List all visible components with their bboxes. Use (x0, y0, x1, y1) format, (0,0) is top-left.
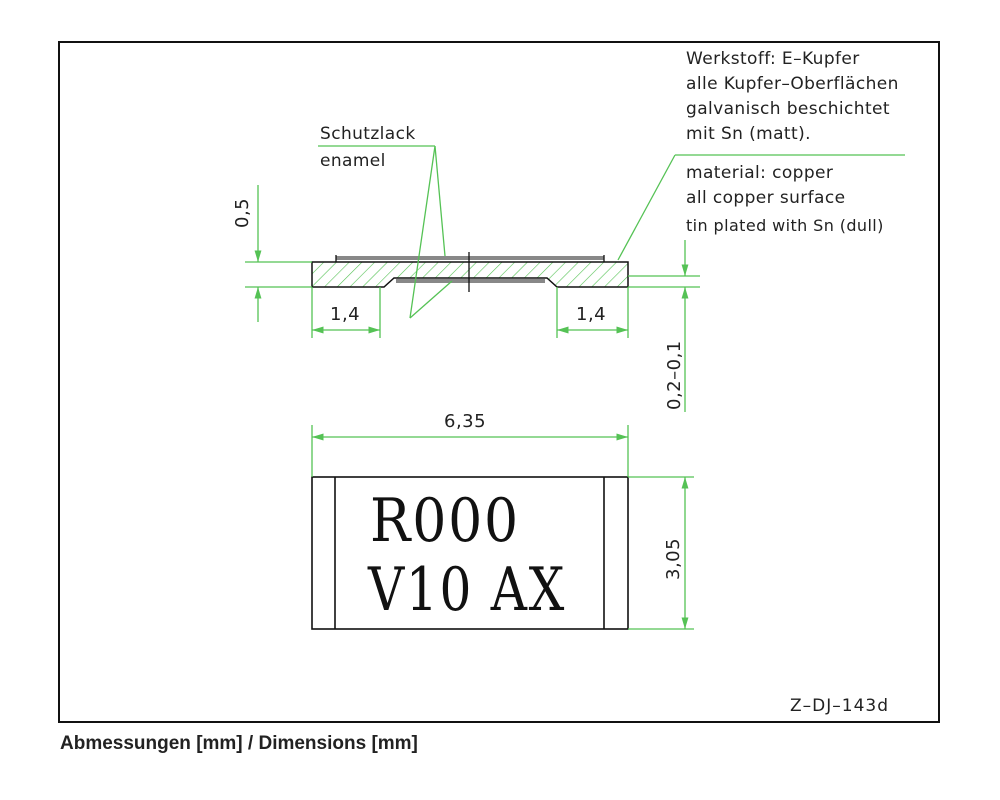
dimension-thickness (245, 185, 312, 322)
werkstoff-line-1: Werkstoff: E–Kupfer (686, 49, 860, 69)
marking-line-2: V10 AX (367, 555, 566, 625)
top-view: R000 V10 AX (311, 476, 629, 630)
drawing-frame (58, 41, 940, 723)
dimension-pad-left (311, 287, 381, 338)
enamel-leader (318, 145, 453, 319)
copper-body (311, 261, 629, 288)
cross-section-view (311, 252, 629, 292)
dimension-pad-right (556, 287, 629, 338)
material-note: material: copper all copper surface tin … (686, 163, 884, 235)
dimension-width (628, 476, 694, 630)
dimension-pad-left-label: 1,4 (330, 304, 360, 325)
dimension-length-label: 6,35 (444, 411, 486, 432)
material-leader (617, 154, 905, 261)
marking-line-1: R000 (370, 486, 520, 556)
dimension-coating (628, 240, 700, 412)
component-body (311, 476, 629, 630)
material-line-3: tin plated with Sn (dull) (686, 216, 884, 235)
dimension-coating-label: 0,2–0,1 (664, 340, 685, 410)
dimension-thickness-label: 0,5 (232, 198, 253, 228)
dimension-length (311, 425, 629, 477)
figure-caption: Abmessungen [mm] / Dimensions [mm] (60, 733, 418, 754)
enamel-label: enamel (320, 151, 386, 171)
werkstoff-line-2: alle Kupfer–Oberflächen (686, 74, 899, 94)
dimension-pad-right-label: 1,4 (576, 304, 606, 325)
dimension-width-label: 3,05 (663, 538, 684, 580)
material-line-2: all copper surface (686, 188, 845, 208)
drawing-number: Z–DJ–143d (790, 696, 889, 716)
werkstoff-note: Werkstoff: E–Kupfer alle Kupfer–Oberfläc… (686, 49, 899, 144)
material-line-1: material: copper (686, 163, 833, 183)
werkstoff-line-4: mit Sn (matt). (686, 124, 811, 144)
schutzlack-label: Schutzlack (320, 124, 416, 144)
werkstoff-line-3: galvanisch beschichtet (686, 99, 890, 119)
